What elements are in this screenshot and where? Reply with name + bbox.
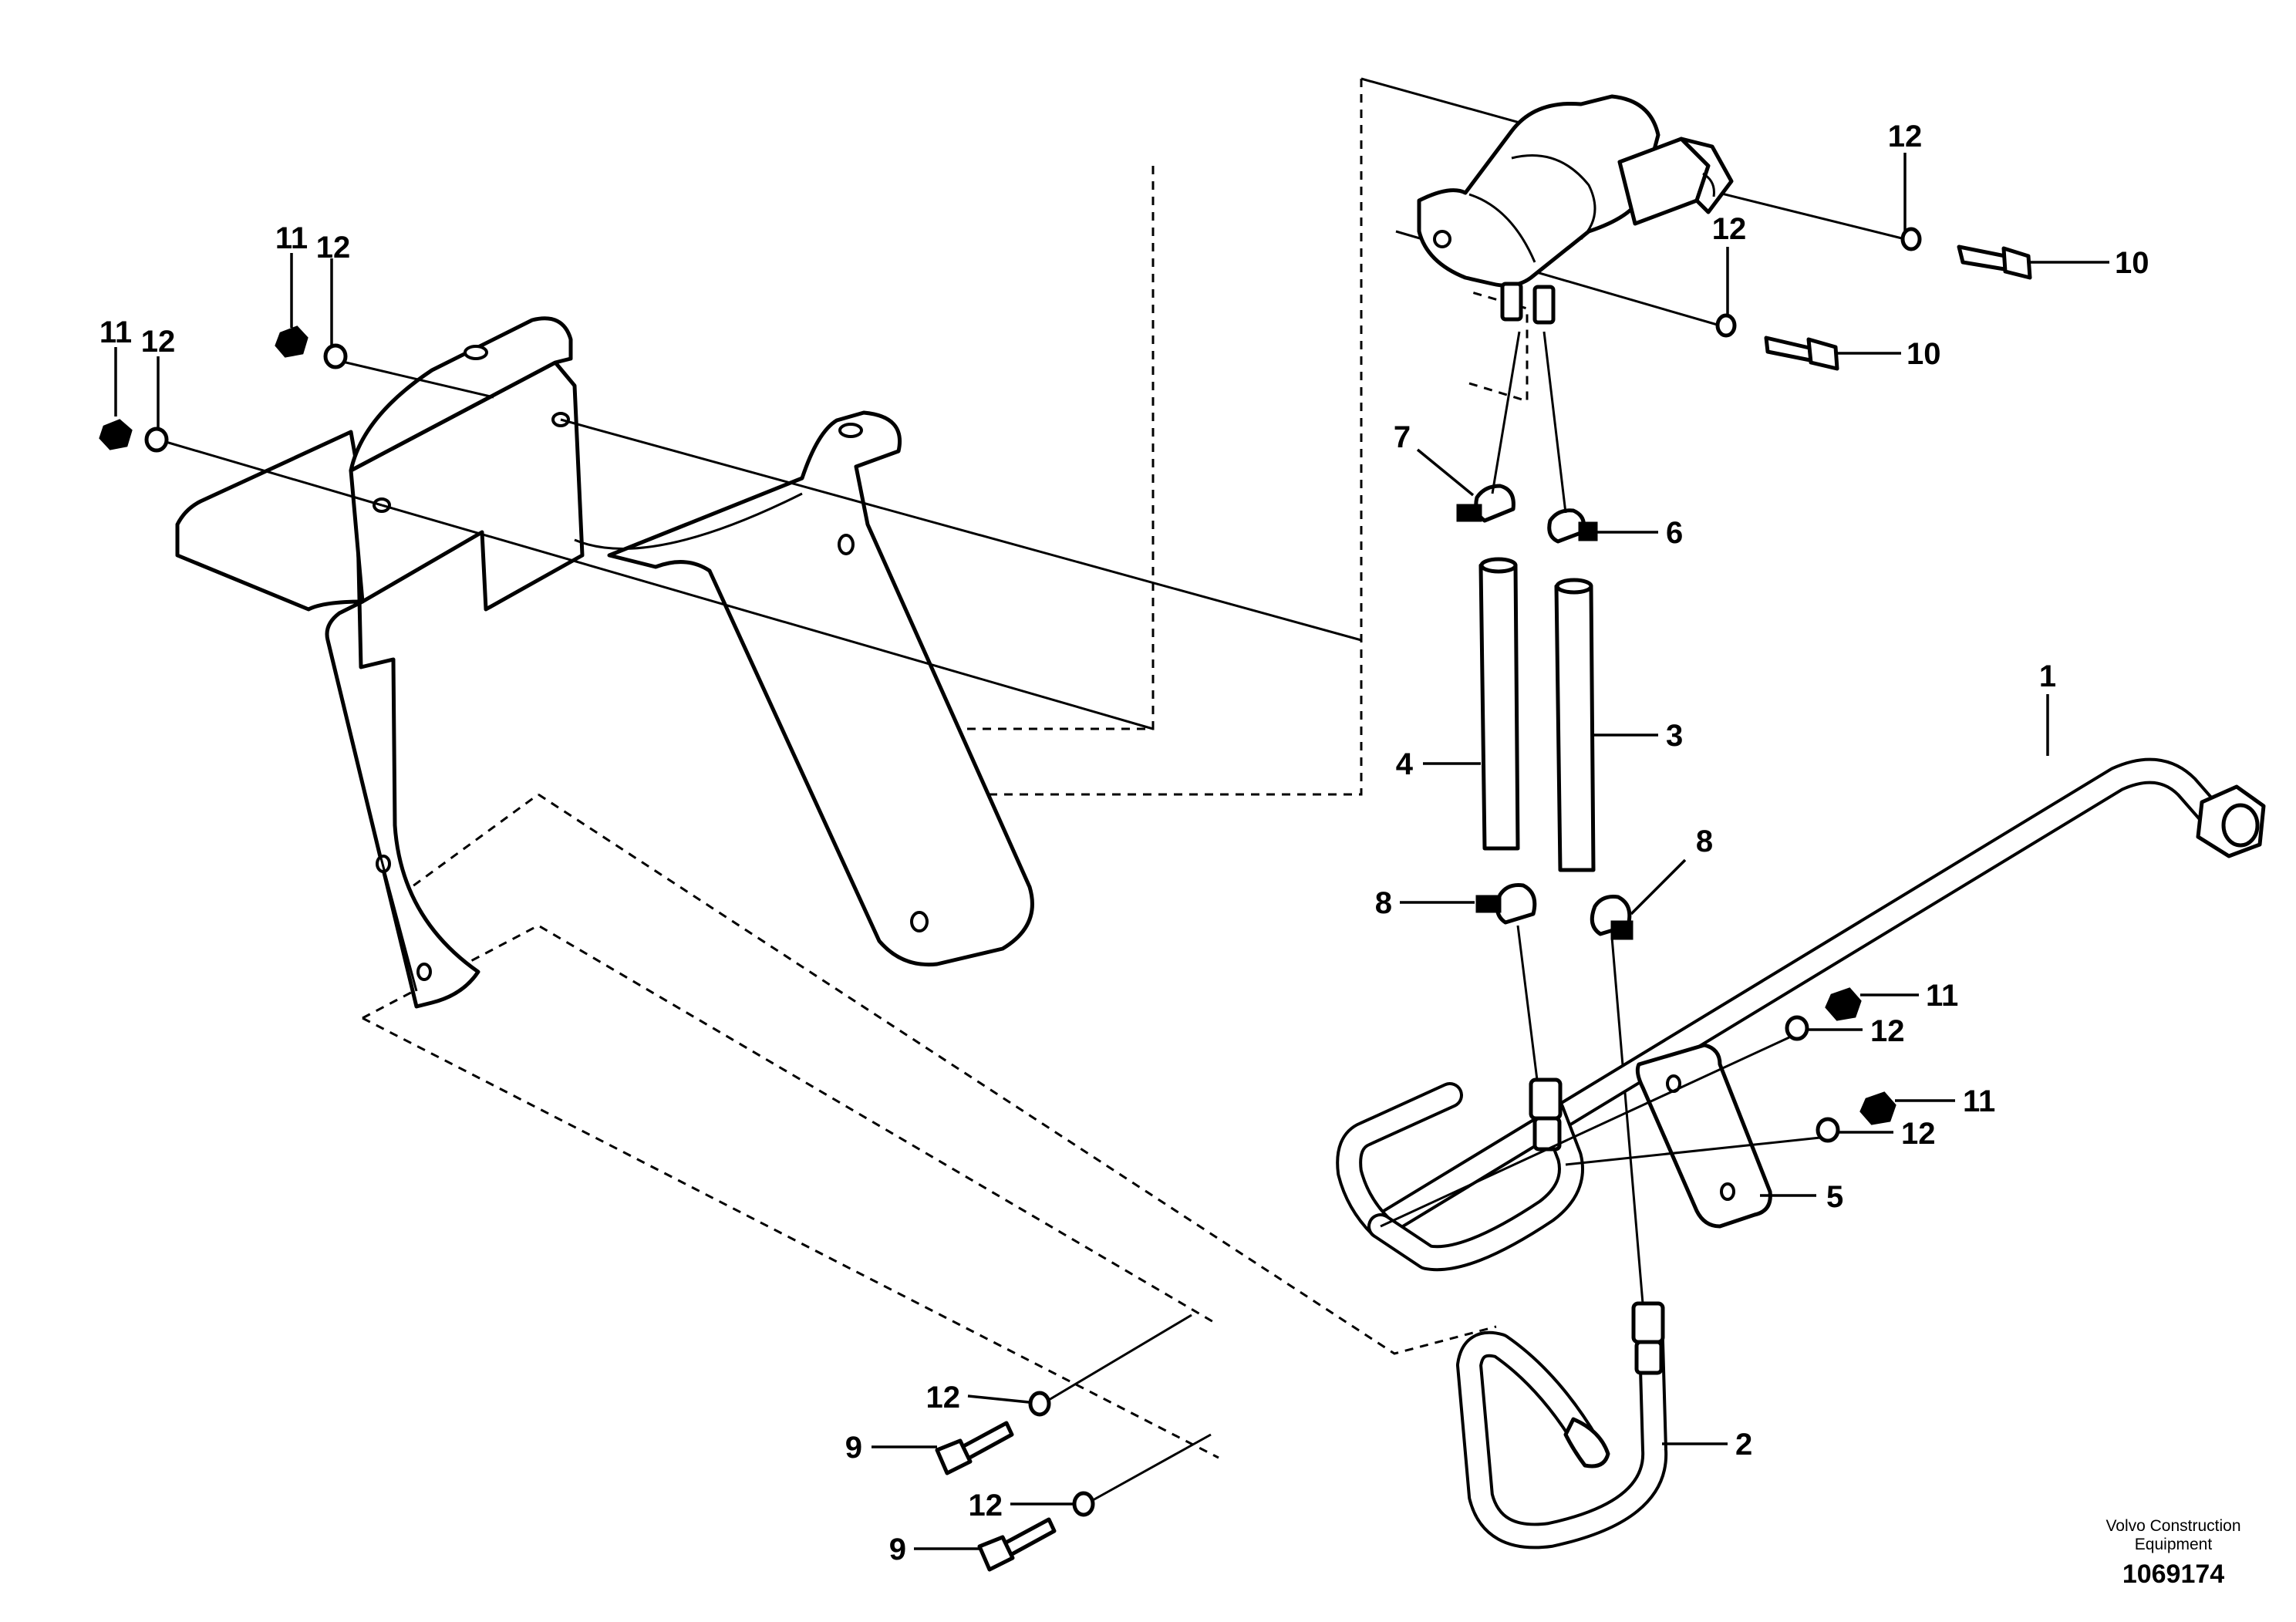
bolt-9-lower [977, 1433, 1212, 1572]
callout-3: 3 [1666, 719, 1683, 753]
pipe-2 [1456, 1301, 1668, 1549]
mounting-bracket [175, 316, 1034, 1009]
callout-9-b: 9 [889, 1533, 906, 1566]
hose-3 [1554, 578, 1596, 872]
callout-6: 6 [1666, 516, 1683, 550]
callout-12-c: 12 [316, 231, 351, 265]
pipe-1 [1336, 757, 2266, 1272]
nut-washer-plate-lower [1816, 1091, 1896, 1143]
brand-line-1: Volvo Construction [2106, 1517, 2240, 1535]
bolt-9-upper [935, 1313, 1192, 1475]
nut-washer-upper [275, 325, 348, 369]
callout-9-a: 9 [845, 1431, 862, 1465]
callout-leaders [114, 153, 2109, 1550]
callout-12-g: 12 [926, 1381, 961, 1415]
hose-clamp-6 [1547, 508, 1598, 544]
callout-11-c: 11 [1926, 979, 1958, 1013]
pressure-sensor [1417, 94, 1734, 325]
callout-11-b: 11 [99, 315, 132, 349]
callout-1: 1 [2039, 659, 2056, 693]
nut-washer-plate-upper [1785, 987, 1862, 1041]
callout-4: 4 [1396, 747, 1414, 781]
callout-11-a: 11 [275, 221, 308, 255]
callout-12-a: 12 [1888, 120, 1923, 153]
hose-4 [1478, 557, 1520, 851]
hose-clamp-7 [1456, 484, 1515, 523]
bolt-10-upper [1900, 227, 2032, 280]
hose-clamp-8-right [1590, 895, 1633, 940]
document-number: 1069174 [2122, 1560, 2224, 1589]
callout-2: 2 [1735, 1428, 1752, 1462]
callout-5: 5 [1826, 1180, 1843, 1214]
callout-12-f: 12 [1901, 1117, 1936, 1151]
callout-numbers: 12 10 12 10 11 12 11 12 7 6 3 4 8 8 1 11… [99, 120, 2149, 1566]
hose-clamp-8-left [1475, 883, 1537, 925]
callout-8-a: 8 [1375, 886, 1392, 920]
callout-8-b: 8 [1696, 824, 1713, 858]
footer-block: Volvo Construction Equipment 1069174 [2106, 1517, 2240, 1589]
callout-12-b: 12 [1712, 212, 1747, 246]
callout-10-b: 10 [1907, 337, 1941, 371]
callout-7: 7 [1394, 420, 1411, 454]
brand-line-2: Equipment [2135, 1536, 2213, 1553]
callout-12-h: 12 [969, 1489, 1003, 1523]
mounting-plate-5 [1380, 1036, 1821, 1229]
callout-10-a: 10 [2115, 246, 2149, 280]
callout-12-e: 12 [1870, 1014, 1905, 1048]
bolt-10-lower [1715, 313, 1839, 371]
callout-11-d: 11 [1963, 1084, 1995, 1118]
callout-12-d: 12 [141, 325, 176, 359]
nut-washer-left [99, 419, 169, 453]
